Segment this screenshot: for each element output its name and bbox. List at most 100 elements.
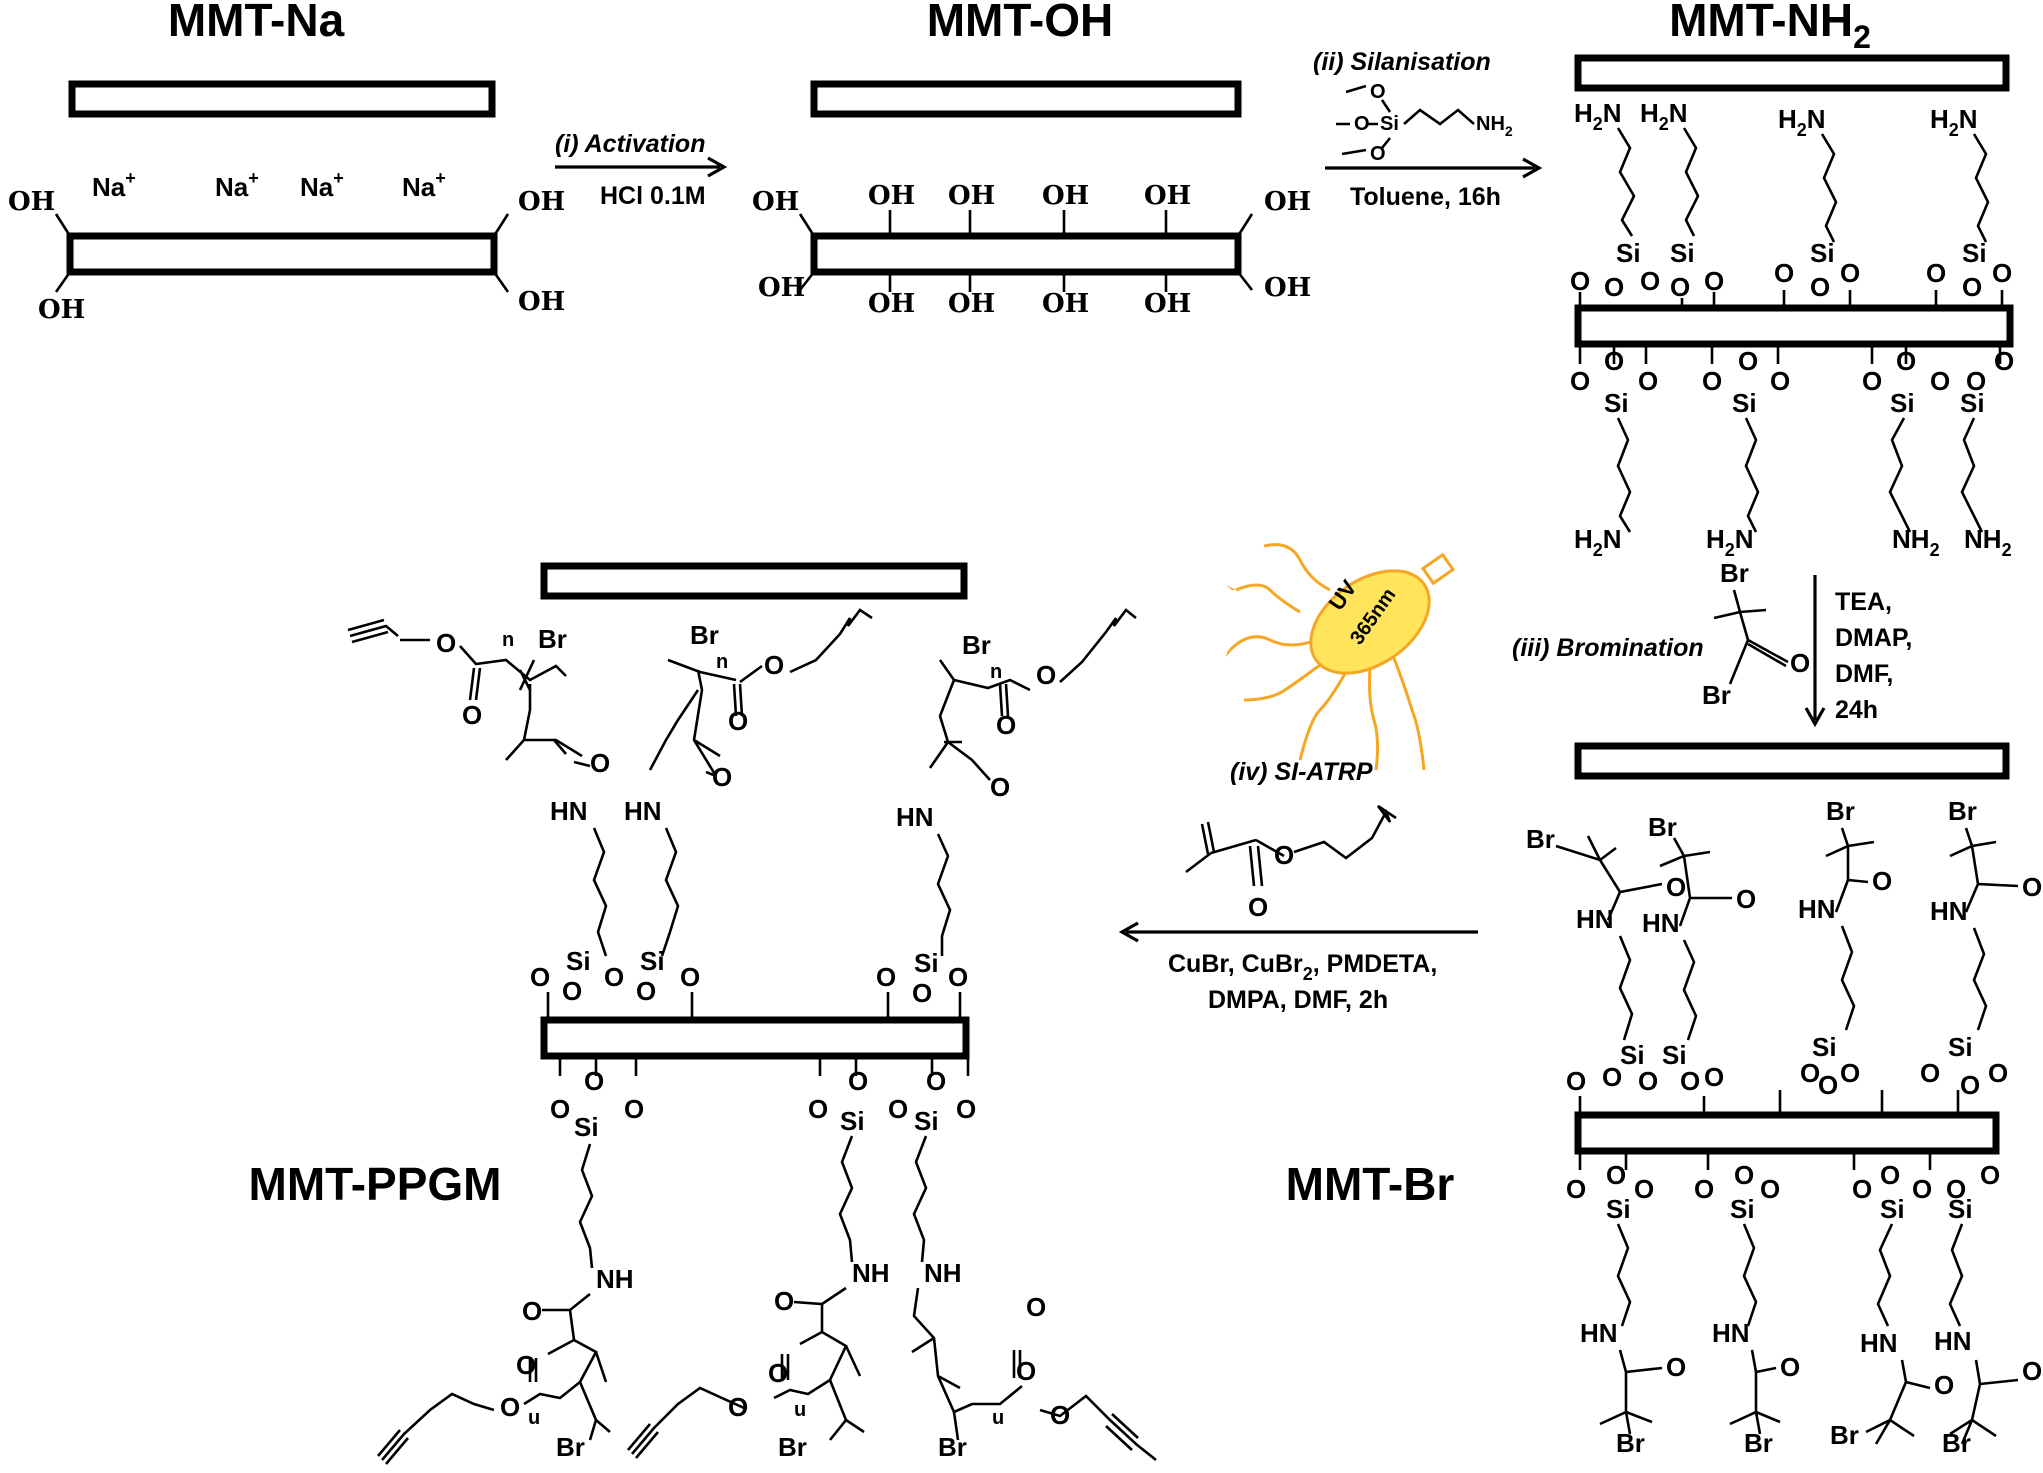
title-mmt-oh: MMT-OH bbox=[927, 0, 1114, 46]
svg-text:O: O bbox=[636, 976, 656, 1006]
svg-text:O: O bbox=[1962, 272, 1982, 302]
title-mmt-ppgm: MMT-PPGM bbox=[249, 1158, 502, 1210]
svg-text:O: O bbox=[462, 700, 482, 730]
silicon-atom: Si bbox=[1948, 1032, 1973, 1062]
step-bromination-condition: 24h bbox=[1835, 696, 1878, 724]
svg-text:O: O bbox=[1946, 1174, 1966, 1204]
svg-text:O: O bbox=[712, 762, 732, 792]
bibb-reagent: Br Br O bbox=[1702, 558, 1810, 710]
svg-text:Br: Br bbox=[1702, 680, 1731, 710]
amide-group: HN bbox=[1930, 896, 1968, 926]
svg-text:O: O bbox=[728, 706, 748, 736]
svg-text:O: O bbox=[1992, 258, 2012, 288]
amine-group: H2N bbox=[1574, 98, 1622, 134]
svg-text:O: O bbox=[1934, 1370, 1954, 1400]
hydroxyl-group: OH bbox=[758, 273, 805, 303]
svg-text:Br: Br bbox=[1744, 1428, 1773, 1458]
svg-text:Br: Br bbox=[1948, 796, 1977, 826]
svg-text:O: O bbox=[774, 1286, 794, 1316]
svg-text:O: O bbox=[1702, 366, 1722, 396]
svg-text:O: O bbox=[1566, 1066, 1586, 1096]
silicon-atom: Si bbox=[640, 946, 665, 976]
svg-text:O: O bbox=[1920, 1058, 1940, 1088]
na-ion: Na+ bbox=[92, 168, 136, 202]
svg-text:Br: Br bbox=[556, 1432, 585, 1462]
step-silanisation-label: (ii) Silanisation bbox=[1313, 48, 1491, 76]
svg-text:O: O bbox=[1704, 266, 1724, 296]
clay-sheet bbox=[810, 232, 1242, 276]
amine-group: H2N bbox=[1574, 524, 1622, 560]
step-bromination: (iii) Bromination Br Br O TEA, DMAP, DMF… bbox=[1512, 558, 1912, 728]
step-activation-conditions: HCl 0.1M bbox=[600, 182, 706, 210]
svg-text:O: O bbox=[728, 1392, 748, 1422]
svg-text:O: O bbox=[1734, 1160, 1754, 1190]
svg-text:O: O bbox=[848, 1066, 868, 1096]
hydroxyl-group: OH bbox=[948, 289, 995, 319]
silicon-atom: Si bbox=[1880, 1194, 1905, 1224]
svg-text:O: O bbox=[1896, 346, 1916, 376]
uv-lamp: UV 365nm bbox=[1226, 543, 1456, 771]
svg-text:O: O bbox=[956, 1094, 976, 1124]
amide-group: HN bbox=[1798, 894, 1836, 924]
svg-text:Br: Br bbox=[690, 620, 719, 650]
svg-text:O: O bbox=[1818, 1070, 1838, 1100]
svg-text:O: O bbox=[2022, 872, 2042, 902]
mmt-ppgm-structure: Br Br Br n n n O O O O O O O O O HN HN H… bbox=[347, 562, 1157, 1465]
amine-group: NH2 bbox=[1892, 524, 1940, 560]
amide-group: NH bbox=[852, 1258, 890, 1288]
silicon-atom: Si bbox=[1948, 1194, 1973, 1224]
step-si-atrp-conditions: DMPA, DMF, 2h bbox=[1208, 986, 1388, 1014]
svg-text:O: O bbox=[808, 1094, 828, 1124]
silicon-atom: Si bbox=[1810, 238, 1835, 268]
svg-text:n: n bbox=[502, 629, 514, 651]
svg-text:O: O bbox=[1666, 1352, 1686, 1382]
amide-group: HN bbox=[550, 796, 588, 826]
svg-text:Br: Br bbox=[938, 1432, 967, 1462]
svg-text:O: O bbox=[604, 962, 624, 992]
silicon-atom: Si bbox=[1962, 238, 1987, 268]
svg-text:Br: Br bbox=[1648, 812, 1677, 842]
svg-text:O: O bbox=[1852, 1174, 1872, 1204]
svg-text:O: O bbox=[584, 1066, 604, 1096]
svg-text:O: O bbox=[1274, 840, 1294, 870]
svg-text:n: n bbox=[990, 661, 1002, 683]
mmt-na-structure: Na+ Na+ Na+ Na+ OH OH OH OH bbox=[8, 80, 565, 325]
clay-sheet bbox=[810, 80, 1242, 118]
svg-text:O: O bbox=[1680, 1066, 1700, 1096]
clay-sheet bbox=[1574, 304, 2014, 348]
svg-text:O: O bbox=[1638, 366, 1658, 396]
clay-sheet bbox=[66, 232, 498, 276]
step-activation-label: (i) Activation bbox=[555, 130, 705, 158]
svg-text:O: O bbox=[1840, 1058, 1860, 1088]
amide-group: HN bbox=[624, 796, 662, 826]
svg-text:O: O bbox=[1604, 346, 1624, 376]
svg-text:O: O bbox=[990, 772, 1010, 802]
svg-text:O: O bbox=[1570, 266, 1590, 296]
svg-text:O: O bbox=[926, 1066, 946, 1096]
silicon-atom: Si bbox=[1960, 388, 1985, 418]
step-silanisation-conditions: Toluene, 16h bbox=[1350, 183, 1501, 211]
svg-text:O: O bbox=[1994, 346, 2014, 376]
clay-sheet bbox=[1574, 742, 2010, 780]
hydroxyl-group: OH bbox=[1144, 181, 1191, 211]
svg-text:O: O bbox=[1780, 1352, 1800, 1382]
amide-group: HN bbox=[1934, 1326, 1972, 1356]
clay-sheet bbox=[1574, 54, 2010, 92]
svg-text:O: O bbox=[522, 1296, 542, 1326]
svg-text:O: O bbox=[624, 1094, 644, 1124]
svg-text:u: u bbox=[528, 1407, 540, 1429]
svg-text:O: O bbox=[1980, 1160, 2000, 1190]
svg-text:Br: Br bbox=[1526, 824, 1555, 854]
uv-ray bbox=[1228, 543, 1426, 771]
mmt-br-structure: Br Br Br Br O O O O HN HN HN HN Si Si Si… bbox=[1526, 742, 2042, 1458]
svg-text:Br: Br bbox=[962, 630, 991, 660]
svg-text:O: O bbox=[550, 1094, 570, 1124]
step-activation: (i) Activation HCl 0.1M bbox=[555, 130, 728, 210]
svg-text:n: n bbox=[716, 651, 728, 673]
silicon-atom: Si bbox=[914, 948, 939, 978]
amide-group: HN bbox=[1712, 1318, 1750, 1348]
silicon-atom: Si bbox=[1812, 1032, 1837, 1062]
amide-group: HN bbox=[1860, 1328, 1898, 1358]
step-si-atrp-label: (iv) SI-ATRP bbox=[1230, 758, 1373, 786]
hydroxyl-group: OH bbox=[1144, 289, 1191, 319]
